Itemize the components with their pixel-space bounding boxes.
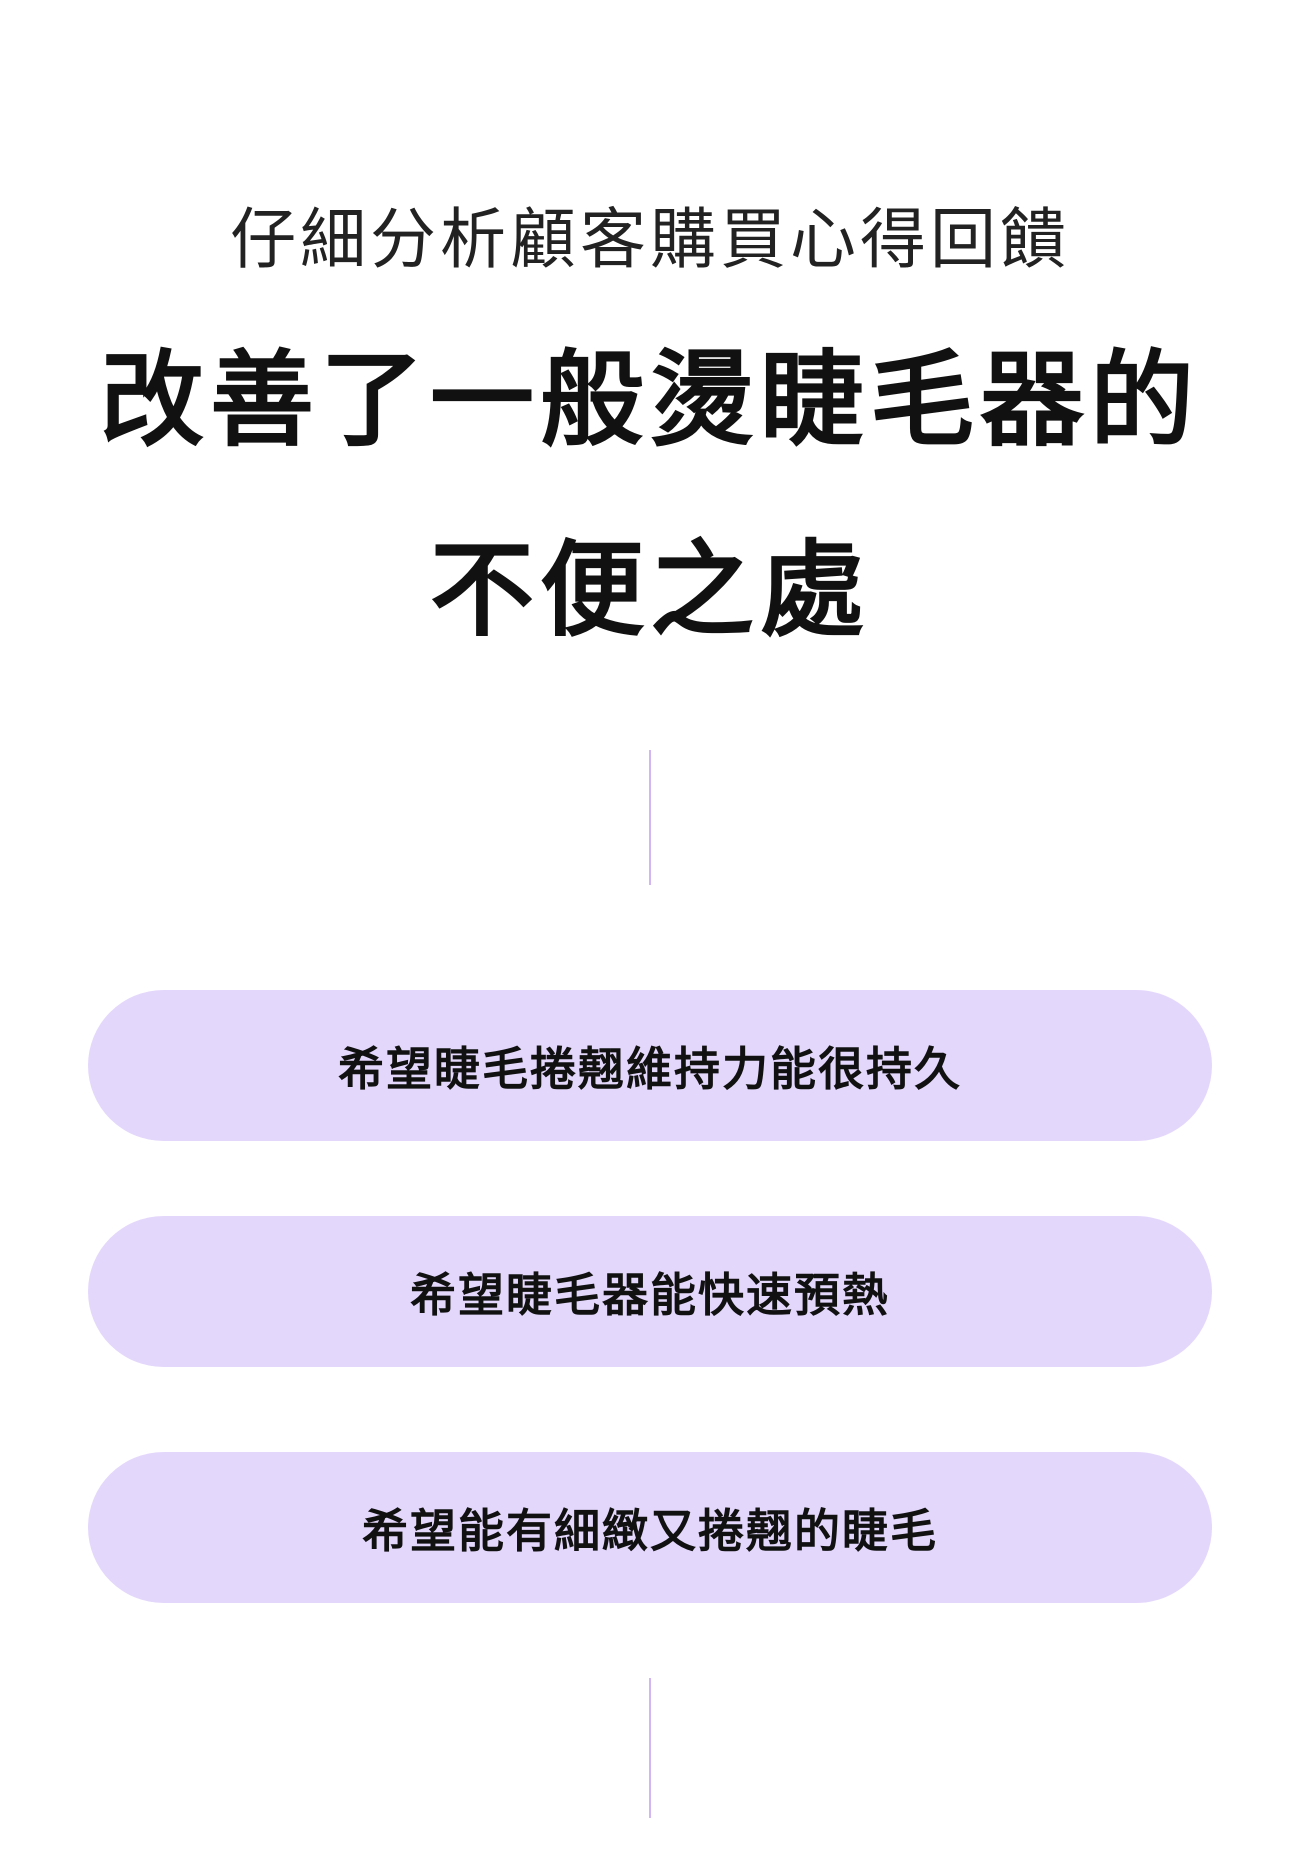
section-subtitle: 仔細分析顧客購買心得回饋 [230,201,1070,278]
wish-pill-1: 希望睫毛捲翹維持力能很持久 [88,990,1212,1141]
wish-label: 希望睫毛器能快速預熱 [410,1267,890,1322]
wish-pill-2: 希望睫毛器能快速預熱 [88,1216,1212,1367]
wish-label: 希望睫毛捲翹維持力能很持久 [338,1041,962,1096]
wish-pill-3: 希望能有細緻又捲翹的睫毛 [88,1452,1212,1603]
section-title-line-1: 改善了一般燙睫毛器的 [99,339,1200,461]
bottom-divider-line [649,1678,651,1818]
wish-label: 希望能有細緻又捲翹的睫毛 [362,1503,938,1558]
section-title-line-2: 不便之處 [429,529,870,651]
top-divider-line [649,750,651,885]
